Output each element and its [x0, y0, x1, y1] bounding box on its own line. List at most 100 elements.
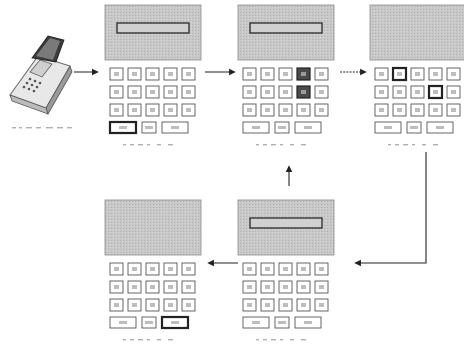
panel-1-key-r3c2-glyph — [132, 108, 137, 112]
panel-5 — [105, 200, 201, 340]
panel-5-key-r3c3-glyph — [150, 303, 155, 307]
panel-2-key-r2c5-glyph — [319, 90, 324, 94]
panel-2-key-r1c3-glyph — [283, 72, 288, 76]
panel-5-key-r2c4-glyph — [168, 285, 173, 289]
panel-1-key-r1c3-glyph — [150, 72, 155, 76]
panel-4-key-r3c2-glyph — [265, 303, 270, 307]
panel-1-key-r3c3-glyph — [150, 108, 155, 112]
panel-4-key-r3c3-glyph — [283, 303, 288, 307]
panel-5-key-r1c5-glyph — [186, 267, 191, 271]
panel-3-key-r3c2-glyph — [397, 108, 402, 112]
panel-3-key-r3c3-glyph — [415, 108, 420, 112]
panel-2 — [238, 5, 334, 145]
panel-4-key-r1c1-glyph — [247, 267, 252, 271]
panel-5-key-r3c5-glyph — [186, 303, 191, 307]
panel-5-key-r1c4-glyph — [168, 267, 173, 271]
panel-2-key-r3c5-glyph — [319, 108, 324, 112]
panel-4 — [238, 200, 334, 340]
panel-2-key-r1c5-glyph — [319, 72, 324, 76]
panel-2-key-r2c1-glyph — [247, 90, 252, 94]
panel-5-key-r1c3-glyph — [150, 267, 155, 271]
panel-2-key-r3c4-glyph — [301, 108, 306, 112]
panel-1-key-r3c5-glyph — [186, 108, 191, 112]
panel-1-key-r3c1-glyph — [114, 108, 119, 112]
panel-2-key-r2c3-glyph — [283, 90, 288, 94]
panel-4-key-r2c2-glyph — [265, 285, 270, 289]
panel-2-key-bottom-mid-glyph — [278, 126, 286, 129]
panel-2-key-r2c2-glyph — [265, 90, 270, 94]
panel-5-key-r1c1-glyph — [114, 267, 119, 271]
panel-4-key-r3c5-glyph — [319, 303, 324, 307]
card-terminal-icon — [10, 36, 72, 114]
panel-4-key-r2c1-glyph — [247, 285, 252, 289]
panel-3-key-r1c5-glyph — [451, 72, 456, 76]
panel-3-screen — [370, 5, 464, 60]
panel-2-key-r3c2-glyph — [265, 108, 270, 112]
panel-2-input-bar — [250, 23, 322, 33]
panel-4-key-r1c3-glyph — [283, 267, 288, 271]
panel-3-key-r2c2-glyph — [397, 90, 402, 94]
panel-5-key-bottom-mid-glyph — [145, 321, 153, 324]
panel-1-key-bottom-left-glyph — [119, 126, 127, 129]
panel-5-screen — [105, 200, 201, 255]
panel-4-input-bar — [250, 218, 322, 228]
panel-2-key-r3c1-glyph — [247, 108, 252, 112]
panel-3-key-bottom-right-glyph — [436, 126, 444, 129]
panel-4-key-bottom-right-glyph — [304, 321, 312, 324]
panel-3-key-r1c3-glyph — [415, 72, 420, 76]
panel-1-key-r1c1-glyph — [114, 72, 119, 76]
panel-3-key-bottom-mid-glyph — [410, 126, 418, 129]
panel-5-key-r1c2-glyph — [132, 267, 137, 271]
panel-1-key-r1c2-glyph — [132, 72, 137, 76]
panel-3-key-r1c1-glyph — [379, 72, 384, 76]
panel-1-key-r1c5-glyph — [186, 72, 191, 76]
panel-3-key-r3c5-glyph — [451, 108, 456, 112]
panel-4-key-bottom-left-glyph — [252, 321, 260, 324]
panel-2-key-r1c1-glyph — [247, 72, 252, 76]
panel-4-key-r2c4-glyph — [301, 285, 306, 289]
panel-1-key-r2c2-glyph — [132, 90, 137, 94]
panel-4-key-r2c3-glyph — [283, 285, 288, 289]
panel-1 — [105, 5, 201, 145]
panel-4-key-r3c4-glyph — [301, 303, 306, 307]
device-caption — [12, 127, 72, 128]
panel-5-caption — [123, 339, 173, 340]
panel-1-key-r3c4-glyph — [168, 108, 173, 112]
panel-5-key-r2c3-glyph — [150, 285, 155, 289]
panel-3 — [370, 5, 464, 145]
panel-4-caption — [256, 339, 306, 340]
panel-4-key-bottom-mid-glyph — [278, 321, 286, 324]
panel-4-key-r1c5-glyph — [319, 267, 324, 271]
panel-2-key-bottom-left-glyph — [252, 126, 260, 129]
panel-3-key-r2c3-glyph — [415, 90, 420, 94]
panel-3-key-r1c4-glyph — [433, 72, 438, 76]
panel-1-key-r2c1-glyph — [114, 90, 119, 94]
panel-2-key-bottom-right-glyph — [304, 126, 312, 129]
panel-4-key-r1c2-glyph — [265, 267, 270, 271]
panel-3-caption — [388, 144, 438, 145]
panel-5-key-r2c1-glyph — [114, 285, 119, 289]
panel-3-key-r2c1-glyph — [379, 90, 384, 94]
panel-1-key-r2c5-glyph — [186, 90, 191, 94]
panel-3-key-r2c4-glyph — [433, 90, 438, 94]
panel-3-key-bottom-left-glyph — [384, 126, 392, 129]
panel-5-key-r2c2-glyph — [132, 285, 137, 289]
panel-4-key-r2c5-glyph — [319, 285, 324, 289]
panel-1-key-bottom-mid-glyph — [145, 126, 153, 129]
panel-3-key-r2c5-glyph — [451, 90, 456, 94]
arrow-panel-3-to-panel-4 — [355, 152, 426, 263]
panel-2-key-r1c2-glyph — [265, 72, 270, 76]
panel-1-key-r2c4-glyph — [168, 90, 173, 94]
panel-2-key-r2c4-glyph — [301, 90, 306, 94]
panel-2-caption — [256, 144, 306, 145]
panel-3-key-r3c4-glyph — [433, 108, 438, 112]
panel-2-key-r1c4-glyph — [301, 72, 306, 76]
panel-1-key-r1c4-glyph — [168, 72, 173, 76]
panel-4-key-r1c4-glyph — [301, 267, 306, 271]
panel-1-key-bottom-right-glyph — [171, 126, 179, 129]
panel-1-caption — [123, 144, 173, 145]
panel-5-key-r3c1-glyph — [114, 303, 119, 307]
panel-5-key-r3c4-glyph — [168, 303, 173, 307]
panel-1-key-r2c3-glyph — [150, 90, 155, 94]
